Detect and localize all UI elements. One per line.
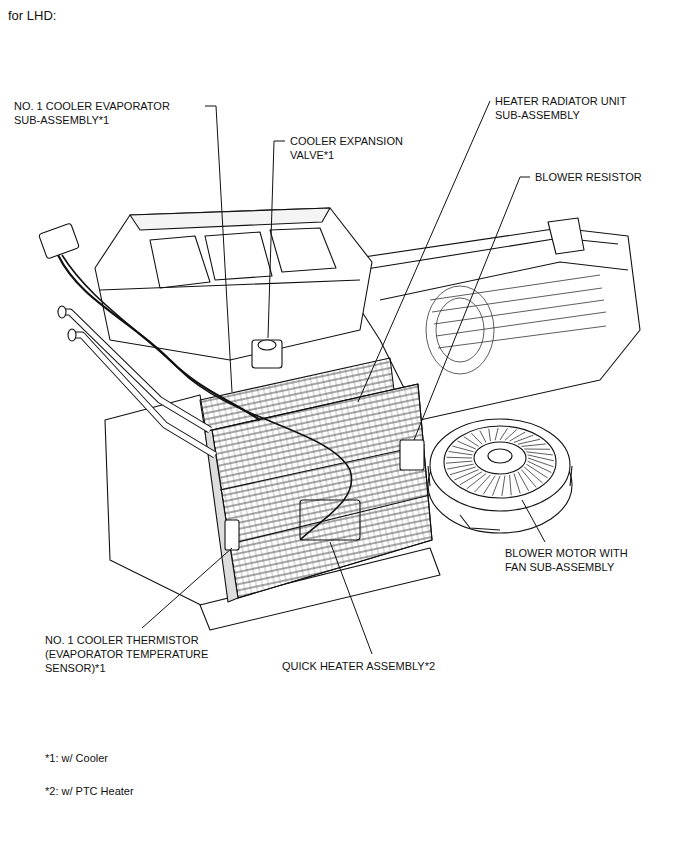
leader-line — [268, 141, 285, 338]
leader-line — [205, 106, 232, 392]
part-name: QUICK HEATER ASSEMBLY*2 — [282, 659, 482, 673]
part-name: NO. 1 COOLER EVAPORATOR SUB-ASSEMBLY*1 — [14, 99, 199, 127]
page-heading: for LHD: — [8, 8, 56, 23]
part-name: BLOWER RESISTOR — [535, 170, 675, 184]
footnote: *2: w/ PTC Heater — [45, 784, 245, 798]
leader-line — [142, 548, 232, 628]
part-name: COOLER EXPANSION VALVE*1 — [290, 134, 430, 162]
part-name: NO. 1 COOLER THERMISTOR (EVAPORATOR TEMP… — [45, 633, 235, 675]
leader-line — [414, 177, 530, 440]
leader-line — [330, 542, 372, 654]
footnote: *1: w/ Cooler — [45, 751, 245, 765]
leader-line — [522, 500, 545, 542]
part-name: HEATER RADIATOR UNIT SUB-ASSEMBLY — [495, 94, 645, 122]
part-name: BLOWER MOTOR WITH FAN SUB-ASSEMBLY — [505, 546, 640, 574]
